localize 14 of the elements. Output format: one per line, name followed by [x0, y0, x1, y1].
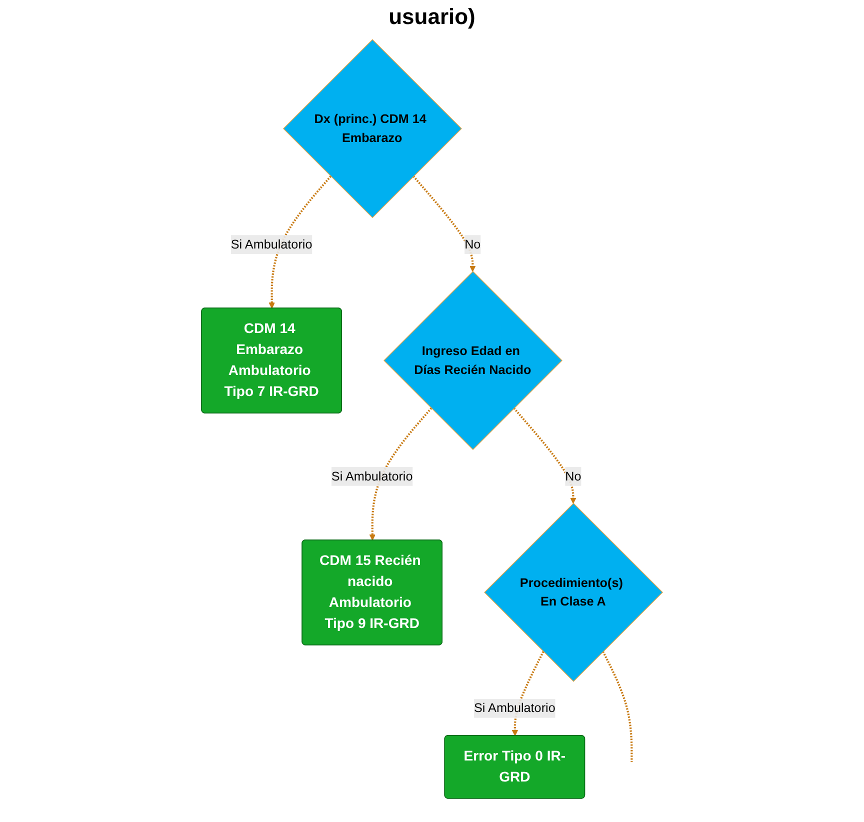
edge-label: Si Ambulatorio [474, 701, 556, 716]
edge-label: No [565, 469, 582, 484]
edge-label: Si Ambulatorio [230, 237, 312, 252]
arrow [412, 176, 476, 272]
arrow [268, 176, 332, 309]
arrow [513, 407, 576, 504]
node-diamond: Procedimiento(s) En Clase A [484, 502, 663, 682]
node-diamond: Dx (princ.) CDM 14 Embarazo [282, 39, 462, 218]
connector [602, 651, 633, 762]
arrow [369, 407, 432, 540]
note-text: usuario) [388, 4, 476, 30]
edge-label: No [464, 237, 481, 252]
edge-label: Si Ambulatorio [331, 469, 413, 484]
node-diamond: Ingreso Edad en Días Recién Nacido [384, 271, 562, 450]
